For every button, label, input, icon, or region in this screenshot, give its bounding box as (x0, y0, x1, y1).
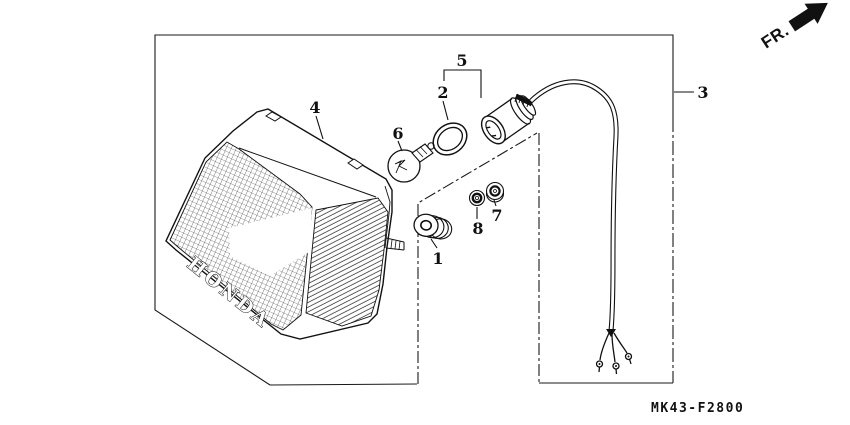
leader-lines (315, 69, 694, 249)
taillight-lens: HONDA (165, 108, 405, 340)
callout-2: 2 (437, 83, 448, 102)
bulb-filament (394, 159, 408, 174)
subassembly-box-left (417, 132, 538, 384)
leader-bracket-5 (443, 69, 482, 98)
nut (485, 181, 505, 203)
leader-7 (493, 199, 497, 207)
wire-tape-wrap (514, 93, 534, 108)
diagram-part-code: MK43-F2800 (651, 401, 744, 416)
leader-2 (442, 100, 449, 121)
harness-cable (529, 79, 619, 332)
frame-bottom-left (269, 383, 418, 386)
wire-harness (529, 79, 633, 375)
washer (468, 189, 486, 207)
fr-arrow-icon (788, 2, 828, 32)
bulb (387, 142, 435, 183)
lens-tab-1 (265, 111, 282, 122)
lens-mounting-stud (385, 237, 405, 251)
lens-right-bezel-line (384, 185, 391, 249)
diagram-frame (154, 34, 674, 386)
callout-3: 3 (697, 83, 708, 102)
callout-1: 1 (432, 249, 443, 268)
front-direction-indicator: FR. (758, 2, 828, 53)
callout-6: 6 (392, 124, 403, 143)
gasket-ring (432, 122, 468, 156)
leader-4 (315, 115, 324, 140)
callout-8: 8 (472, 219, 483, 238)
lens-bezel-line (238, 147, 377, 198)
lens-side-face (305, 197, 389, 327)
fr-label: FR. (758, 21, 793, 53)
grommet (413, 213, 453, 240)
harness-lead-wires (595, 332, 633, 375)
leader-1 (430, 238, 438, 249)
frame-outline (154, 34, 674, 386)
harness-split (606, 329, 616, 337)
lens-tab-2 (347, 158, 364, 170)
callout-5: 5 (456, 51, 467, 70)
callout-7: 7 (491, 206, 502, 225)
callout-4: 4 (309, 98, 320, 117)
leader-6 (397, 140, 403, 152)
lens-highlight-window (229, 208, 312, 276)
